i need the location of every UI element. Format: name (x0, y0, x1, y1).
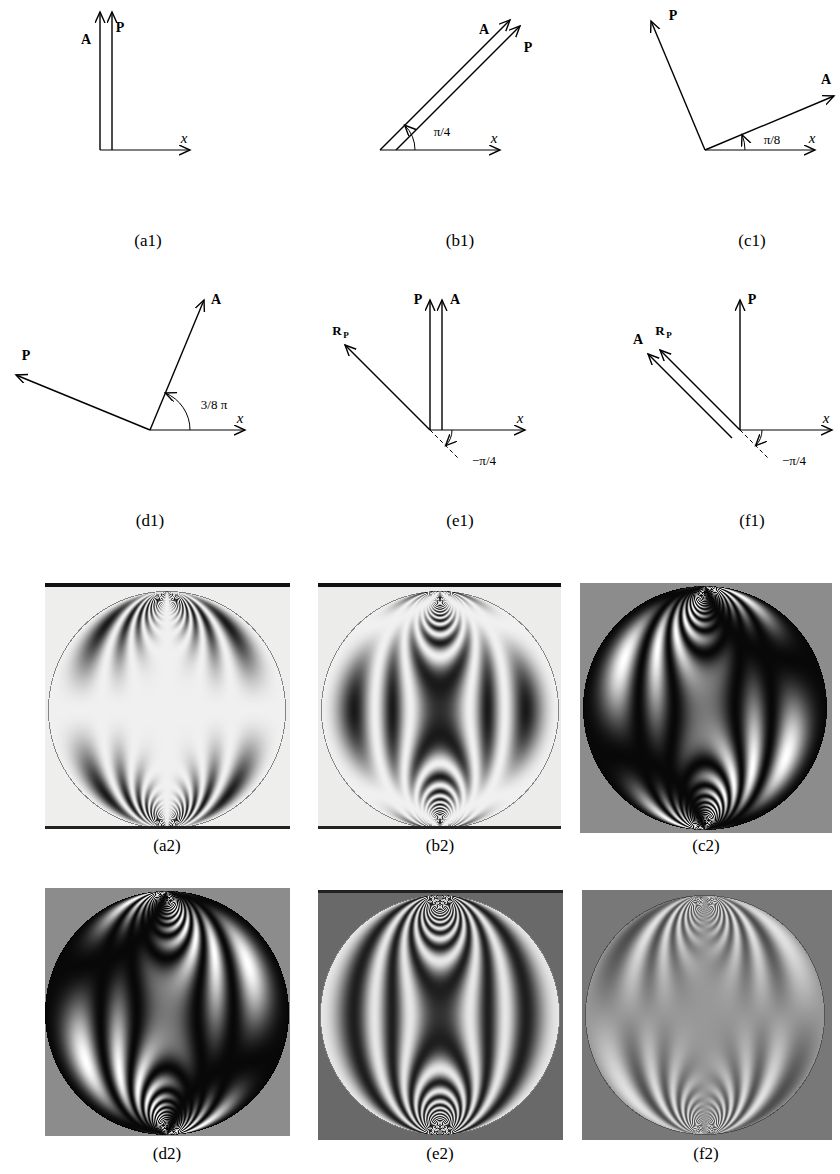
analyzer-arrow (99, 12, 100, 150)
angle-arc (756, 430, 762, 446)
polarizer-arrow (16, 375, 150, 430)
frame-bar (318, 583, 561, 587)
panel-label: (f1) (739, 512, 764, 529)
fringe-image (318, 893, 563, 1140)
retarder-label: R (332, 324, 341, 337)
frame-bar (318, 890, 563, 893)
retarder-subscript: P (666, 331, 672, 340)
angle-label: π/4 (434, 125, 451, 138)
angle-arc (742, 135, 745, 150)
polarizer-arrow (396, 26, 520, 150)
angle-arc (446, 430, 452, 446)
frame-bar (318, 826, 561, 829)
analyzer-arrow (150, 300, 204, 430)
angle-arc (165, 393, 190, 430)
analyzer-arrow (380, 20, 510, 150)
panel-label: (d2) (153, 1145, 181, 1162)
axis-label: x (809, 131, 816, 146)
polarizer-diagrams (16, 12, 834, 458)
angle-label: 3/8 π (201, 398, 227, 411)
panel-label: (c1) (738, 232, 765, 249)
polarizer-arrow (651, 21, 705, 150)
analyzer-label: A (211, 293, 221, 307)
fringe-photos (45, 583, 832, 1140)
frame-bar (45, 583, 290, 587)
retarder-arrow (345, 345, 430, 430)
polarizer-arrow (739, 300, 740, 430)
analyzer-arrow (441, 300, 442, 430)
angle-label: −π/4 (472, 454, 496, 467)
retarder-arrow (660, 350, 740, 430)
panel-label: (b2) (426, 837, 454, 854)
angle-arc (405, 125, 415, 150)
panel-label: (b1) (446, 232, 474, 249)
x-axis (380, 150, 500, 151)
x-axis (705, 150, 815, 151)
polarizer-label: P (669, 9, 678, 23)
panel-label: (c2) (692, 837, 719, 854)
fringe-image (45, 888, 290, 1136)
analyzer-label: A (821, 73, 831, 87)
axis-label: x (517, 411, 524, 426)
x-axis (100, 150, 190, 151)
polarizer-label: P (414, 293, 423, 307)
x-axis (430, 430, 525, 431)
retarder-label: R (655, 324, 664, 337)
panel-label: (a1) (134, 232, 161, 249)
fringe-image (318, 587, 561, 826)
polarizer-arrow (429, 300, 430, 430)
panel-label: (e2) (426, 1145, 453, 1162)
angle-label: −π/4 (782, 454, 806, 467)
axis-label: x (491, 131, 498, 146)
analyzer-label: A (450, 293, 460, 307)
dashed-axis (740, 430, 768, 458)
analyzer-arrow (648, 354, 732, 438)
panel-label: (e1) (446, 512, 473, 529)
panel-label: (f2) (693, 1145, 718, 1162)
x-axis (150, 430, 245, 431)
x-axis (740, 430, 832, 431)
retarder-subscript: P (343, 331, 349, 340)
panel-label: (d1) (136, 512, 164, 529)
dashed-axis (430, 430, 458, 458)
panel-label: (a2) (153, 837, 180, 854)
polarizer-label: P (748, 293, 757, 307)
axis-label: x (237, 411, 244, 426)
analyzer-label: A (81, 33, 91, 47)
polarizer-arrow (111, 12, 112, 150)
fringe-image (580, 583, 832, 833)
photo-frame-bars (45, 583, 563, 893)
frame-bar (45, 826, 290, 829)
axis-label: x (181, 131, 188, 146)
axis-label: x (823, 411, 830, 426)
fringe-image (582, 890, 832, 1140)
analyzer-label: A (633, 333, 643, 347)
analyzer-arrow (705, 96, 834, 150)
polarizer-label: P (116, 21, 125, 35)
polarizer-label: P (524, 41, 533, 55)
fringe-image (45, 587, 290, 826)
angle-label: π/8 (764, 133, 781, 146)
polarizer-label: P (22, 349, 31, 363)
analyzer-label: A (479, 23, 489, 37)
